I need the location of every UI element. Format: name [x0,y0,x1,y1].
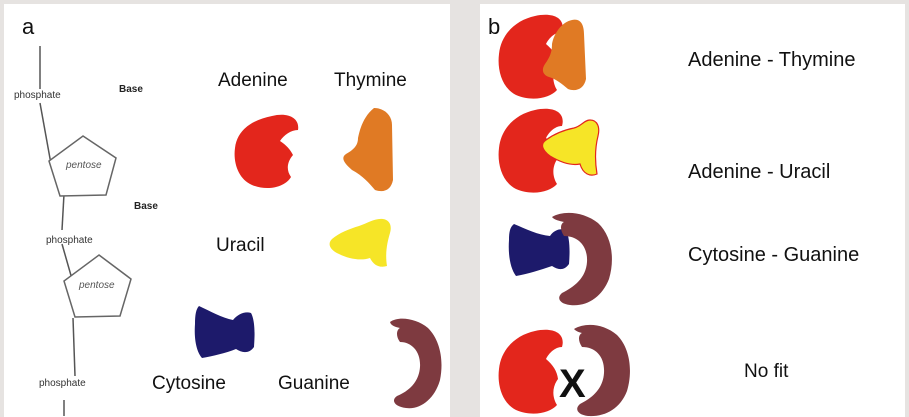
phosphate-label-top: phosphate [14,90,61,101]
pair-cytosine-guanine [509,213,612,305]
panel-a: a phosphate Base pentose Base phosphate … [4,4,450,417]
thymine-shape [343,108,393,191]
cytosine-label: Cytosine [152,373,226,395]
base-label-1: Base [119,84,143,95]
backbone-line-4 [73,318,75,376]
guanine-label: Guanine [278,373,350,395]
pair-label-cytosine-guanine: Cytosine - Guanine [688,244,859,267]
adenine-shape-pair4 [499,330,563,414]
phosphate-label-mid: phosphate [46,235,93,246]
backbone-line-2 [62,194,64,230]
pair-label-no-fit: No fit [744,361,788,383]
uracil-label: Uracil [216,235,265,257]
pair-adenine-thymine [499,15,586,99]
pentose-label-2: pentose [79,280,115,291]
pentose-label-1: pentose [66,160,102,171]
adenine-label: Adenine [218,70,288,92]
thymine-label: Thymine [334,70,407,92]
backbone-line-1 [40,103,51,164]
pair-label-adenine-uracil: Adenine - Uracil [688,161,830,184]
pair-adenine-uracil [499,109,599,193]
adenine-shape [235,115,299,188]
cytosine-shape [195,306,255,358]
uracil-shape [330,219,391,267]
cytosine-shape-pair3 [509,224,570,276]
pair-label-adenine-thymine: Adenine - Thymine [688,49,856,72]
panel-b: b X Adenine - Thymine Adenine - Uracil C… [480,4,905,417]
backbone-diagram [4,4,450,417]
base-label-2: Base [134,201,158,212]
guanine-shape [390,319,442,409]
no-fit-cross-mark: X [559,362,586,407]
phosphate-label-bottom: phosphate [39,378,86,389]
